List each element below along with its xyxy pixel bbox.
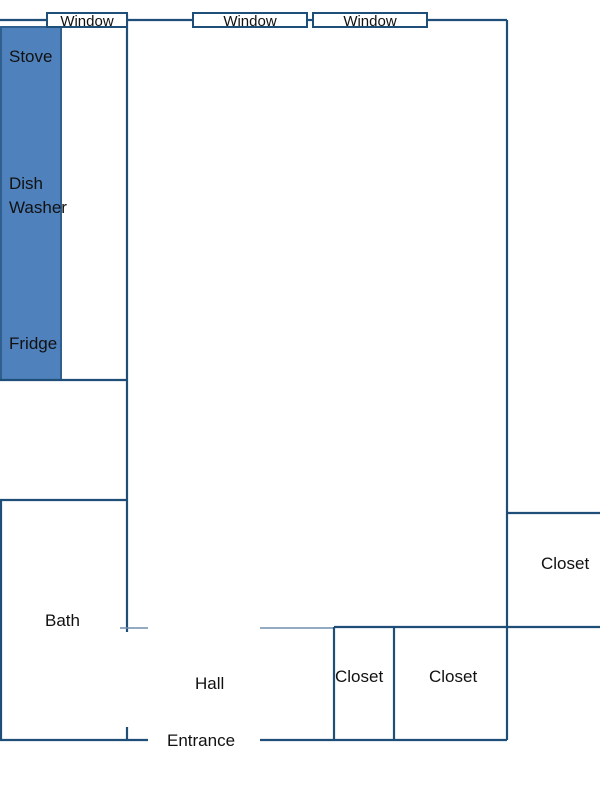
window-label-2: Window bbox=[223, 13, 277, 30]
window-1 bbox=[46, 12, 128, 28]
kitchen-appliance-strip bbox=[0, 26, 62, 381]
dishwasher-label-line1: Dish bbox=[9, 174, 43, 193]
hall-label: Hall bbox=[195, 674, 224, 693]
window-3 bbox=[312, 12, 428, 28]
closet-right-label: Closet bbox=[541, 554, 589, 573]
dishwasher-label-line2: Washer bbox=[9, 198, 67, 217]
window-2 bbox=[192, 12, 308, 28]
closet-small-label: Closet bbox=[335, 667, 383, 686]
bath-label: Bath bbox=[45, 611, 80, 630]
closet-mid-label: Closet bbox=[429, 667, 477, 686]
fridge-label: Fridge bbox=[9, 334, 57, 353]
window-label-3: Window bbox=[343, 13, 397, 30]
entrance-label: Entrance bbox=[167, 731, 235, 750]
stove-label: Stove bbox=[9, 47, 52, 66]
window-label-1: Window bbox=[60, 13, 114, 30]
